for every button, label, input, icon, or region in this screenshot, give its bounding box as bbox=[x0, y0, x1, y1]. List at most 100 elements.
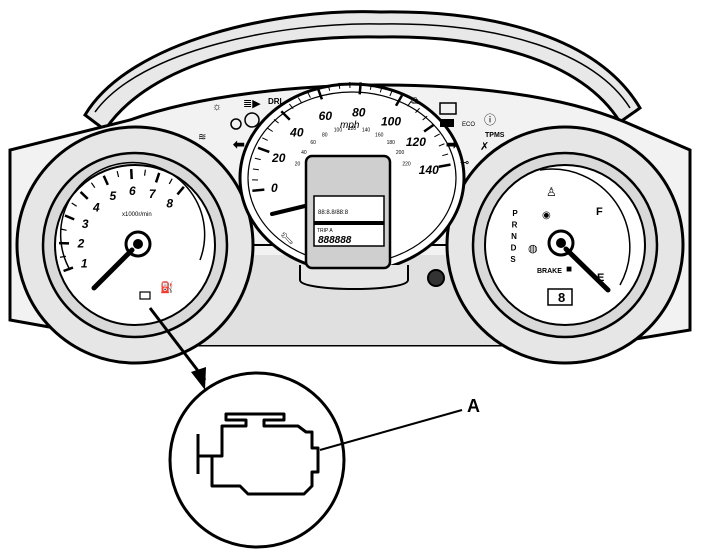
key-icon: ⊸ bbox=[460, 157, 469, 169]
speedometer-minor-tick bbox=[379, 86, 383, 93]
gear-label: N bbox=[511, 232, 517, 241]
callout-a-label: A bbox=[467, 396, 480, 416]
tachometer-major-tick bbox=[176, 185, 185, 196]
speedometer-minor-tick bbox=[262, 137, 268, 141]
check-engine-icon bbox=[196, 412, 320, 496]
tachometer-minor-tick bbox=[60, 228, 67, 231]
speedometer-major-tick bbox=[280, 110, 291, 121]
high-beam-icon: ≣▶ bbox=[243, 98, 261, 110]
tachometer-tick-label: 5 bbox=[109, 189, 116, 203]
tachometer-major-tick bbox=[64, 214, 75, 221]
speedometer-inner-label: 160 bbox=[375, 132, 384, 138]
speedometer-minor-tick bbox=[254, 157, 261, 161]
speedometer-major-tick bbox=[358, 82, 362, 95]
speedometer-tick-label: 80 bbox=[352, 105, 366, 119]
tachometer-minor-tick bbox=[116, 170, 120, 178]
speedometer-major-tick bbox=[394, 94, 404, 107]
speedometer-inner-label: 140 bbox=[362, 128, 371, 134]
brake-warning-icon bbox=[244, 112, 260, 128]
tachometer-tick-label: 8 bbox=[166, 197, 173, 211]
fuel-gauge-needle bbox=[563, 246, 611, 293]
speedometer-inner-label: 180 bbox=[387, 140, 396, 146]
speedometer-major-tick bbox=[438, 163, 451, 168]
tachometer-minor-tick bbox=[90, 182, 96, 189]
fuel-full-label: F bbox=[596, 206, 603, 218]
speedometer-inner-label: 40 bbox=[301, 150, 307, 156]
gear-position-display bbox=[547, 288, 573, 306]
tachometer-tick-label: 2 bbox=[77, 237, 85, 251]
tachometer-major-tick bbox=[154, 172, 161, 183]
speedometer-inner-label: 120 bbox=[348, 126, 357, 132]
speedometer-minor-tick bbox=[369, 83, 372, 90]
speedometer-minor-tick bbox=[252, 168, 259, 171]
speedometer-minor-tick bbox=[407, 101, 412, 107]
parking-light-icon bbox=[230, 118, 242, 130]
tachometer-minor-tick bbox=[168, 178, 173, 185]
speedometer-tick-label: 40 bbox=[289, 126, 304, 140]
battery-icon bbox=[439, 102, 457, 115]
engine-light-icon-small bbox=[139, 291, 151, 300]
leader-arrowhead bbox=[191, 367, 206, 390]
upper-indicators: DRL TPMS ≣▶ ☼ ≋ ⬅ ➡ ⧉ ⓘ ✗ ⊸ ECO bbox=[198, 96, 505, 169]
lcd-trip-label: TRIP A bbox=[317, 228, 333, 234]
speedometer-minor-tick bbox=[438, 143, 445, 147]
callout-circle bbox=[168, 371, 346, 549]
speedometer-minor-tick bbox=[267, 127, 273, 132]
tachometer-major-tick bbox=[63, 266, 74, 273]
speedometer-minor-tick bbox=[434, 133, 440, 138]
leader-line bbox=[148, 307, 207, 381]
tpms-label: TPMS bbox=[485, 132, 505, 139]
tachometer-tick-label: 7 bbox=[149, 187, 157, 201]
headlight-icon: ☼ bbox=[212, 101, 222, 113]
left-turn-arrow-icon: ⬅ bbox=[232, 136, 245, 152]
speedometer-tick-label: 60 bbox=[319, 109, 333, 123]
speedometer-minor-tick bbox=[442, 153, 449, 157]
speedometer-minor-tick bbox=[273, 119, 280, 124]
speedometer-tick-label: 100 bbox=[381, 114, 401, 128]
speedometer-inner-label: 60 bbox=[310, 140, 316, 146]
speedometer-minor-tick bbox=[338, 82, 341, 89]
speedometer-inner-label: 220 bbox=[402, 162, 411, 168]
tachometer-major-tick bbox=[102, 175, 109, 186]
speedometer-minor-tick bbox=[415, 107, 420, 114]
security-light-icon bbox=[440, 119, 454, 127]
speedometer-major-tick bbox=[257, 146, 270, 154]
callout-a-leader bbox=[319, 409, 463, 451]
right-turn-arrow-icon: ➡ bbox=[446, 136, 458, 152]
speedometer-minor-tick bbox=[289, 103, 294, 110]
speedometer-minor-tick bbox=[389, 90, 393, 97]
speedometer-minor-tick bbox=[297, 97, 302, 103]
wrench-icon: 🔧︎ bbox=[280, 232, 294, 245]
tachometer-tick-label: 6 bbox=[129, 184, 136, 198]
gear-label: P bbox=[512, 209, 518, 218]
tachometer-tick-label: 4 bbox=[92, 200, 100, 214]
tachometer-minor-tick bbox=[59, 255, 67, 258]
speedometer-inner-label: 20 bbox=[295, 162, 301, 168]
speedometer-inner-label: 80 bbox=[322, 132, 328, 138]
speedometer-tick-label: 140 bbox=[419, 163, 439, 177]
fog-light-icon: ≋ bbox=[198, 132, 206, 143]
speedometer-inner-label: 100 bbox=[334, 128, 343, 134]
airbag-icon: ✗ bbox=[480, 141, 489, 153]
speedometer-unit: mph bbox=[340, 120, 360, 131]
cluster-hood bbox=[83, 10, 642, 133]
lcd-display: 88:8.8/88:8 TRIP A 888888 bbox=[304, 154, 392, 270]
speedometer-tick-label: 120 bbox=[406, 135, 426, 149]
speedometer-minor-tick bbox=[307, 92, 311, 98]
brake-label: BRAKE bbox=[537, 268, 562, 275]
lcd-row-2: 88:8.8/88:8 bbox=[318, 210, 349, 216]
tpms-icon: ⓘ bbox=[484, 113, 496, 127]
indicator-dot bbox=[427, 269, 445, 287]
speedometer-major-tick bbox=[316, 87, 324, 100]
seatbelt-icon: ♙ bbox=[546, 185, 557, 199]
drl-label: DRL bbox=[268, 97, 285, 106]
oil-icon: ⛽ bbox=[160, 281, 174, 294]
speedometer-minor-tick bbox=[327, 84, 331, 91]
speedometer-tick-label: 20 bbox=[271, 151, 286, 165]
tachometer-minor-tick bbox=[71, 202, 78, 207]
speedometer-major-tick bbox=[252, 188, 265, 192]
